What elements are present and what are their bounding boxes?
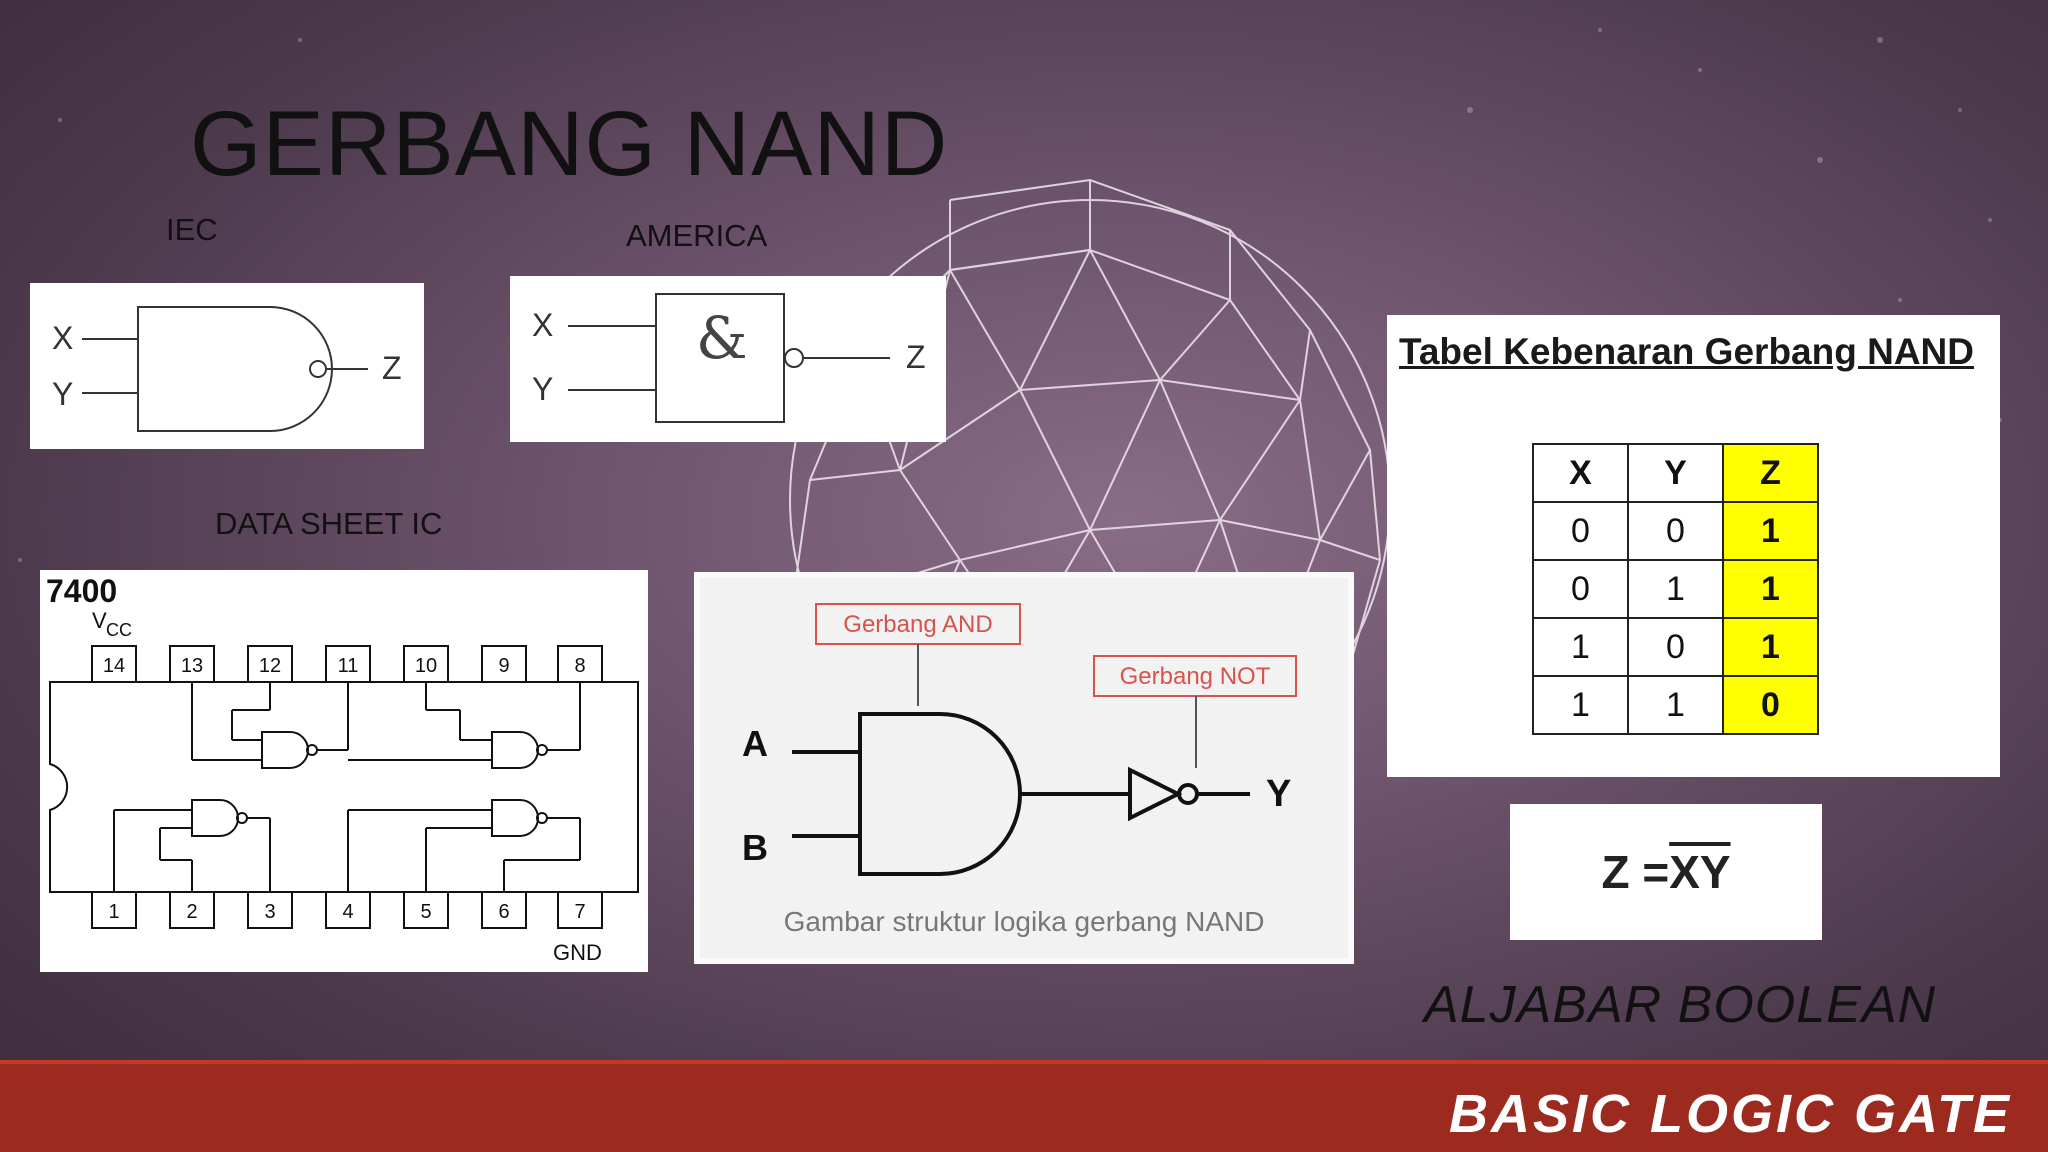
- output-y-label: Y: [1266, 773, 1291, 815]
- pin-label: 10: [415, 655, 437, 677]
- vcc-label: V: [92, 608, 107, 633]
- cell-x: 1: [1532, 617, 1629, 677]
- cell-x: 1: [1532, 675, 1629, 735]
- cell-x: 0: [1532, 501, 1629, 561]
- footer-accent-line: [0, 1060, 2048, 1066]
- nand-structure-diagram: Gerbang AND Gerbang NOT A B Y Gambar str…: [694, 572, 1354, 964]
- pin-label: 2: [186, 901, 197, 923]
- ic-7400-datasheet: 7400 V CC: [40, 570, 648, 972]
- gnd-label: GND: [553, 940, 602, 965]
- iec-input-y: Y: [52, 376, 73, 412]
- pin-label: 3: [264, 901, 275, 923]
- truth-table-panel: Tabel Kebenaran Gerbang NAND X Y Z 0 0 1…: [1387, 315, 2000, 777]
- pin-label: 7: [574, 901, 585, 923]
- header-z: Z: [1722, 443, 1819, 503]
- footer-title: BASIC LOGIC GATE: [1448, 1084, 2012, 1144]
- diagram-caption: Gambar struktur logika gerbang NAND: [783, 906, 1265, 937]
- page-title: GERBANG NAND: [190, 93, 949, 195]
- boolean-formula: Z = XY: [1510, 804, 1822, 940]
- iec-nand-symbol: X Y Z: [30, 283, 424, 449]
- pin-label: 9: [498, 655, 509, 677]
- cell-x: 0: [1532, 559, 1629, 619]
- input-a-label: A: [742, 723, 768, 764]
- america-label: AMERICA: [626, 218, 768, 253]
- table-row: 0 0 1: [1532, 501, 1819, 561]
- table-row: 0 1 1: [1532, 559, 1819, 619]
- header-y: Y: [1627, 443, 1724, 503]
- cell-y: 1: [1627, 675, 1724, 735]
- america-output-z: Z: [906, 339, 926, 375]
- pin-label: 14: [103, 655, 125, 677]
- not-gate-label: Gerbang NOT: [1120, 663, 1271, 690]
- cell-z: 1: [1722, 617, 1819, 677]
- vcc-subscript: CC: [106, 620, 132, 640]
- footer-bar: [0, 1064, 2048, 1152]
- cell-y: 1: [1627, 559, 1724, 619]
- table-row: 1 0 1: [1532, 617, 1819, 677]
- header-x: X: [1532, 443, 1629, 503]
- cell-z: 1: [1722, 501, 1819, 561]
- aljabar-boolean-label: ALJABAR BOOLEAN: [1424, 976, 1937, 1034]
- pin-label: 11: [338, 655, 359, 677]
- america-input-x: X: [532, 307, 553, 343]
- iec-input-x: X: [52, 320, 73, 356]
- cell-y: 0: [1627, 617, 1724, 677]
- and-gate-label: Gerbang AND: [843, 611, 992, 638]
- pin-label: 1: [108, 901, 119, 923]
- formula-lhs: Z =: [1601, 846, 1670, 898]
- iec-label: IEC: [166, 212, 218, 247]
- formula-rhs: XY: [1669, 846, 1731, 898]
- table-header-row: X Y Z: [1532, 443, 1819, 503]
- chip-number: 7400: [46, 573, 117, 609]
- pin-label: 6: [498, 901, 509, 923]
- truth-table-title: Tabel Kebenaran Gerbang NAND: [1399, 331, 1974, 372]
- pin-label: 5: [420, 901, 431, 923]
- truth-table: X Y Z 0 0 1 0 1 1 1 0 1 1 1 0: [1532, 443, 1819, 735]
- and-ampersand: &: [696, 304, 748, 372]
- datasheet-label: DATA SHEET IC: [215, 506, 443, 541]
- table-row: 1 1 0: [1532, 675, 1819, 735]
- cell-z: 0: [1722, 675, 1819, 735]
- cell-z: 1: [1722, 559, 1819, 619]
- iec-output-z: Z: [382, 350, 402, 386]
- pin-label: 4: [342, 901, 353, 923]
- pin-label: 13: [181, 655, 203, 677]
- input-b-label: B: [742, 827, 768, 868]
- boolean-formula-panel: Z = XY: [1510, 804, 1822, 940]
- cell-y: 0: [1627, 501, 1724, 561]
- america-nand-symbol: & X Y Z: [510, 276, 946, 442]
- pin-label: 8: [574, 655, 585, 677]
- america-input-y: Y: [532, 371, 553, 407]
- pin-label: 12: [259, 655, 281, 677]
